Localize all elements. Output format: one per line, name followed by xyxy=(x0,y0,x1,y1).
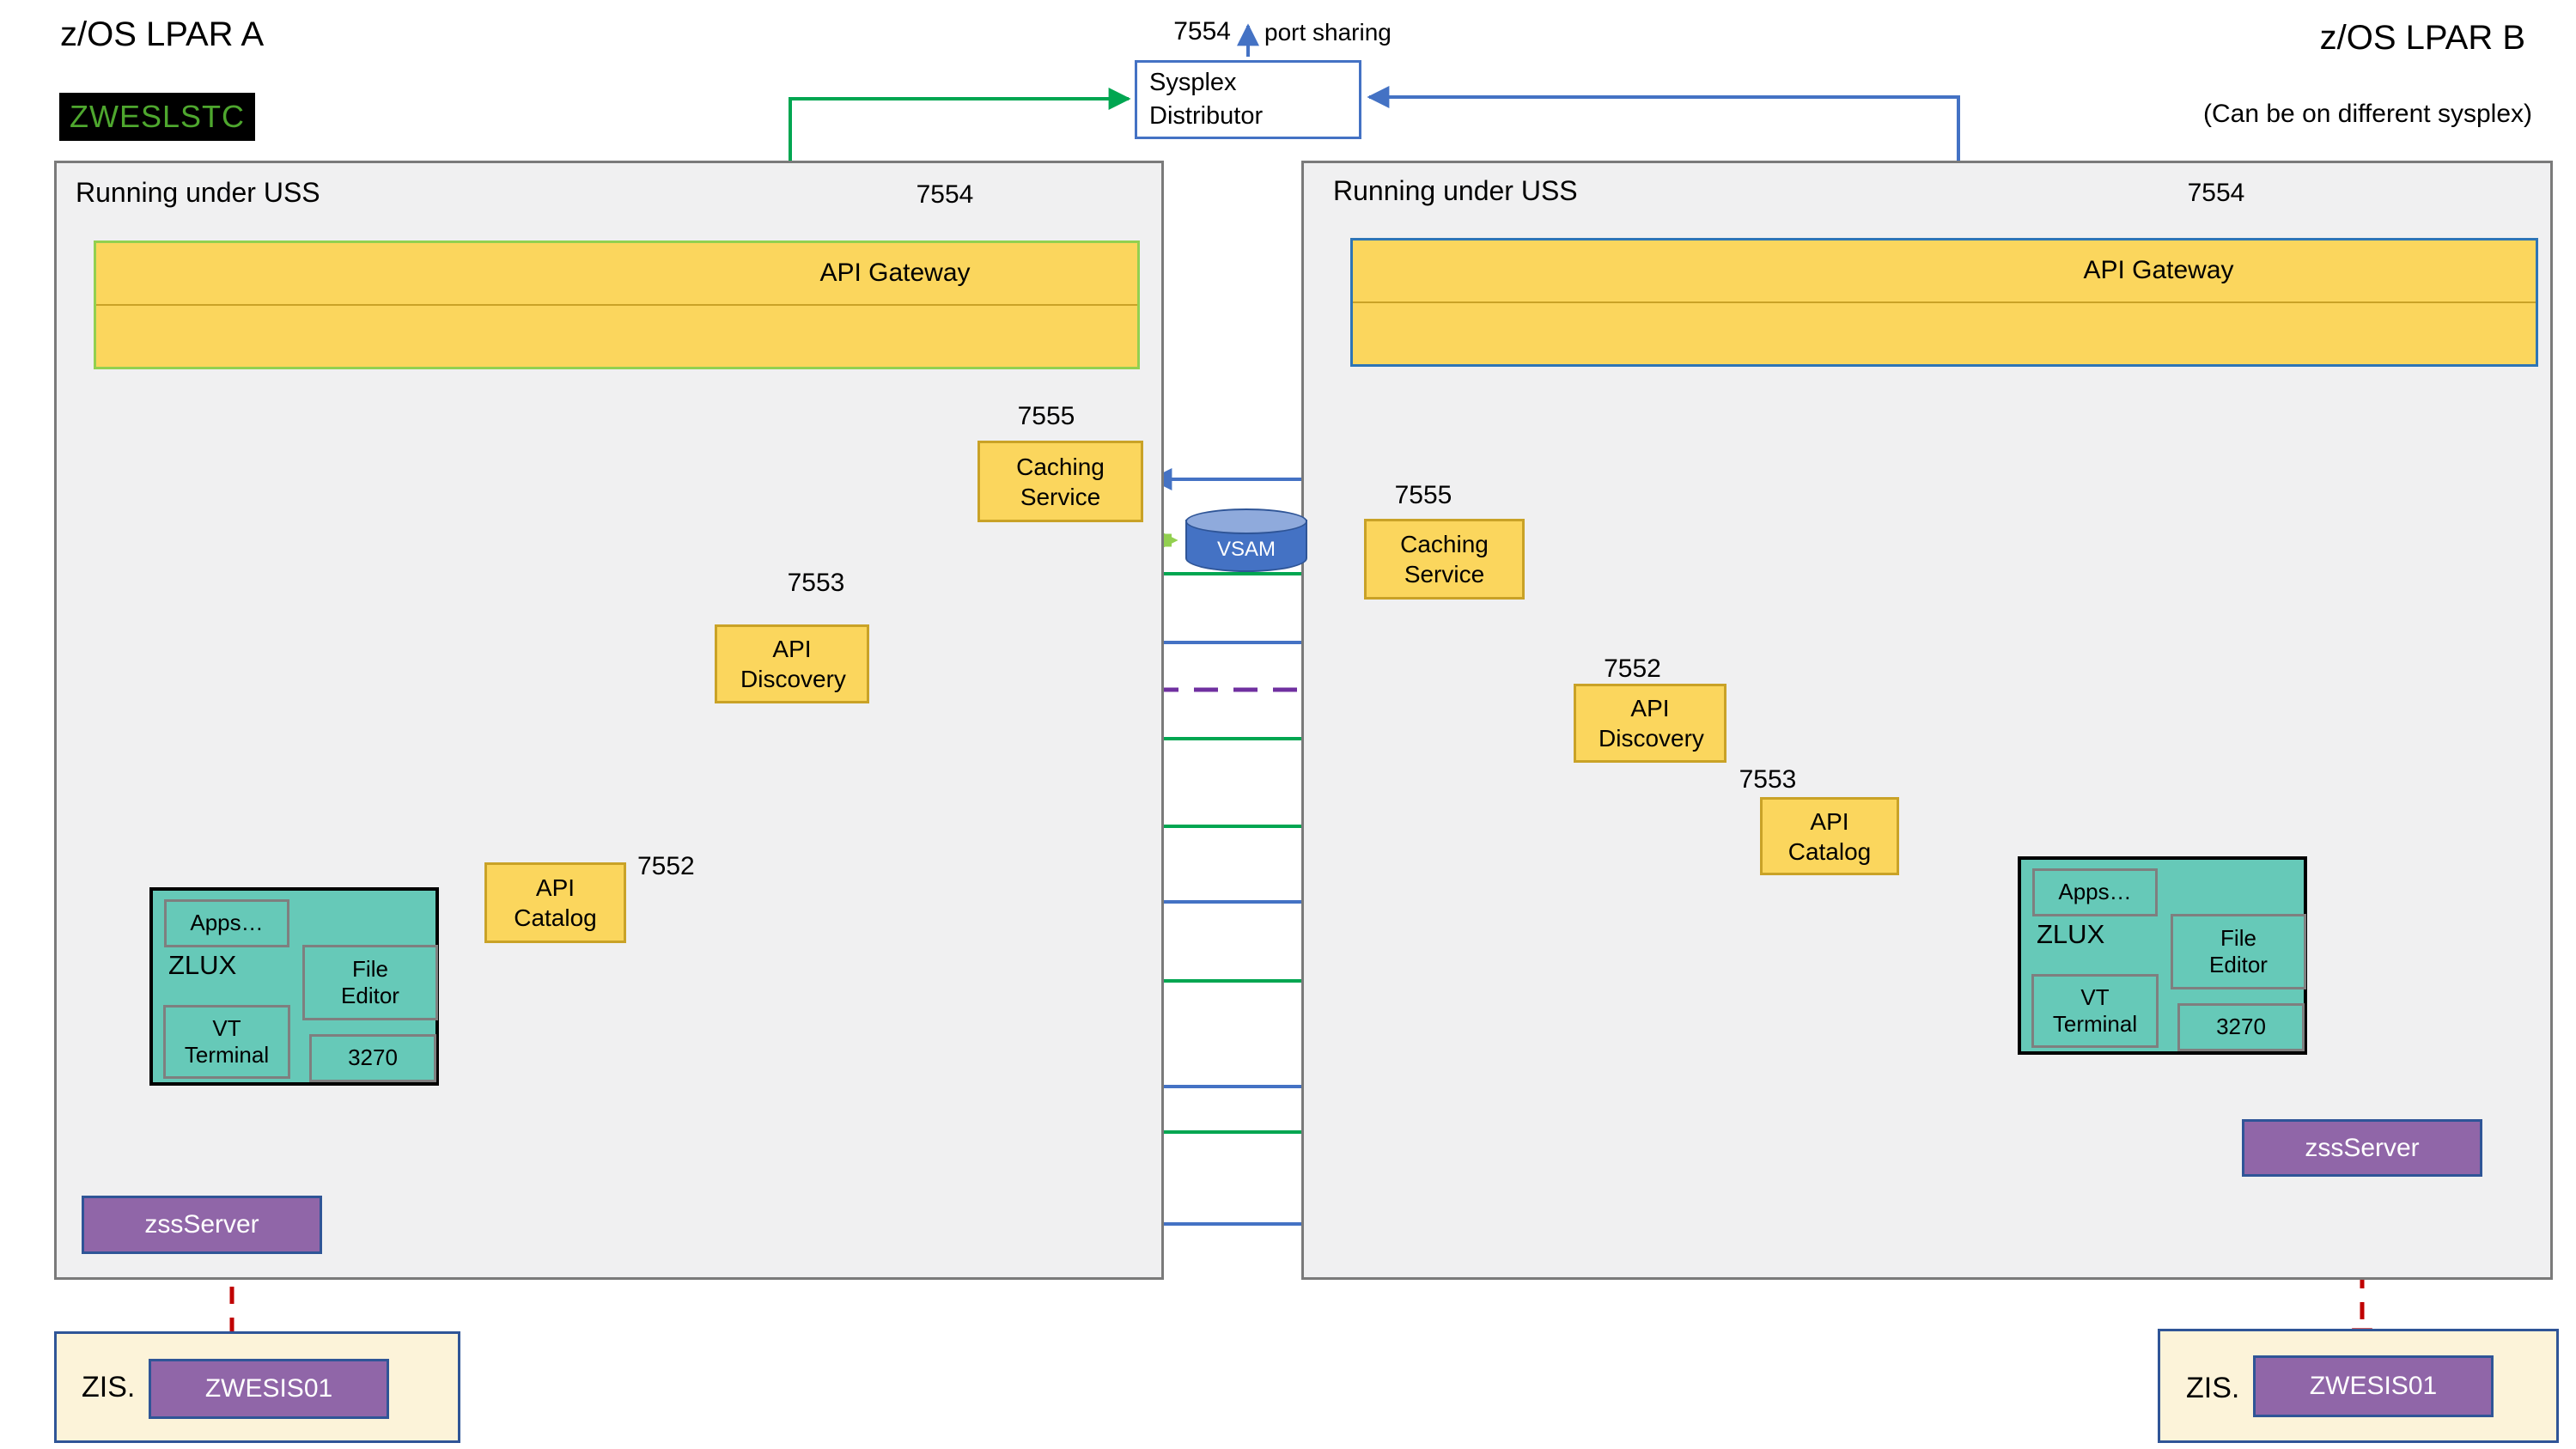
zlux-b-vt-terminal-label: VT Terminal xyxy=(2052,983,2138,1037)
api-catalog-b: API Catalog xyxy=(1760,797,1899,875)
vsam-datastore: VSAM xyxy=(1185,508,1307,572)
api-catalog-a: API Catalog xyxy=(484,862,626,943)
zwesis01-a-label: ZWESIS01 xyxy=(204,1374,333,1403)
sysplex-port: 7554 xyxy=(1173,17,1231,46)
zlux-a-vt-terminal-label: VT Terminal xyxy=(184,1014,270,1068)
lpar-a-title: z/OS LPAR A xyxy=(60,15,265,53)
discovery-b-port: 7552 xyxy=(1604,654,1661,683)
zlux-b-vt-terminal: VT Terminal xyxy=(2031,974,2159,1048)
zlux-b-apps-box: Apps… xyxy=(2032,868,2158,916)
port-sharing-note: port sharing xyxy=(1264,19,1392,46)
zlux-a-vt-terminal: VT Terminal xyxy=(163,1005,290,1079)
zwesis01-b-label: ZWESIS01 xyxy=(2309,1372,2438,1400)
zlux-a-label: ZLUX xyxy=(168,950,237,980)
caching-service-a: Caching Service xyxy=(977,441,1143,522)
zis-b-label: ZIS. xyxy=(2186,1372,2240,1404)
catalog-b-port: 7553 xyxy=(1739,765,1797,794)
caching-a-port: 7555 xyxy=(1017,402,1075,430)
zlux-b-file-editor-label: File Editor xyxy=(2209,924,2268,977)
api-gateway-a-label: API Gateway xyxy=(819,259,971,287)
gateway-port-b: 7554 xyxy=(2187,179,2245,207)
caching-service-b-label: Caching Service xyxy=(1400,531,1489,588)
vsam-label: VSAM xyxy=(1216,538,1276,561)
vsam-cylinder-top xyxy=(1185,508,1307,534)
catalog-a-port: 7552 xyxy=(637,852,695,880)
api-gateway-b-divider xyxy=(1353,301,2536,303)
zlux-b-file-editor: File Editor xyxy=(2171,914,2306,989)
api-discovery-a: API Discovery xyxy=(715,624,869,703)
zis-a-label: ZIS. xyxy=(82,1371,136,1403)
discovery-a-port: 7553 xyxy=(787,569,845,597)
zss-server-a: zssServer xyxy=(82,1196,322,1254)
api-gateway-b: API Gateway xyxy=(1350,238,2538,367)
zlux-a-apps-box: Apps… xyxy=(164,899,289,947)
zss-server-b: zssServer xyxy=(2242,1119,2482,1177)
zlux-a-3270-label: 3270 xyxy=(348,1044,398,1071)
zlux-b-apps-label: Apps… xyxy=(2058,879,2132,905)
sysplex-distributor-box: Sysplex Distributor xyxy=(1135,60,1361,139)
caching-b-port: 7555 xyxy=(1394,481,1452,509)
zlux-a-apps-label: Apps… xyxy=(190,910,264,936)
api-gateway-a: API Gateway xyxy=(94,240,1140,369)
zlux-a-3270: 3270 xyxy=(309,1034,436,1082)
zss-server-a-label: zssServer xyxy=(144,1210,259,1239)
zlux-b-3270-label: 3270 xyxy=(2216,1014,2266,1040)
caching-service-b: Caching Service xyxy=(1364,519,1525,600)
api-catalog-b-label: API Catalog xyxy=(1787,807,1872,865)
api-gateway-b-label: API Gateway xyxy=(2083,256,2234,284)
api-discovery-b: API Discovery xyxy=(1574,684,1726,763)
lpar-b-subtitle: (Can be on different sysplex) xyxy=(2203,100,2532,128)
gateway-port-a: 7554 xyxy=(916,180,974,209)
uss-label-b: Running under USS xyxy=(1333,175,1578,206)
zweslstc-badge: ZWESLSTC xyxy=(59,93,255,141)
api-catalog-a-label: API Catalog xyxy=(514,874,597,931)
zwesis01-a: ZWESIS01 xyxy=(149,1359,389,1419)
api-gateway-a-divider xyxy=(96,304,1137,306)
zlux-b-label: ZLUX xyxy=(2037,919,2105,949)
sysplex-distributor-label: Sysplex Distributor xyxy=(1149,68,1264,130)
caching-service-a-label: Caching Service xyxy=(1016,453,1105,510)
zlux-a-file-editor-label: File Editor xyxy=(341,955,399,1008)
uss-label-a: Running under USS xyxy=(76,177,320,208)
zlux-b-3270: 3270 xyxy=(2177,1003,2305,1051)
api-discovery-a-label: API Discovery xyxy=(740,636,846,692)
zwesis01-b: ZWESIS01 xyxy=(2253,1355,2494,1417)
api-discovery-b-label: API Discovery xyxy=(1599,695,1704,752)
lpar-b-title: z/OS LPAR B xyxy=(2319,19,2525,57)
zlux-a-file-editor: File Editor xyxy=(302,945,438,1020)
zss-server-b-label: zssServer xyxy=(2305,1133,2420,1162)
